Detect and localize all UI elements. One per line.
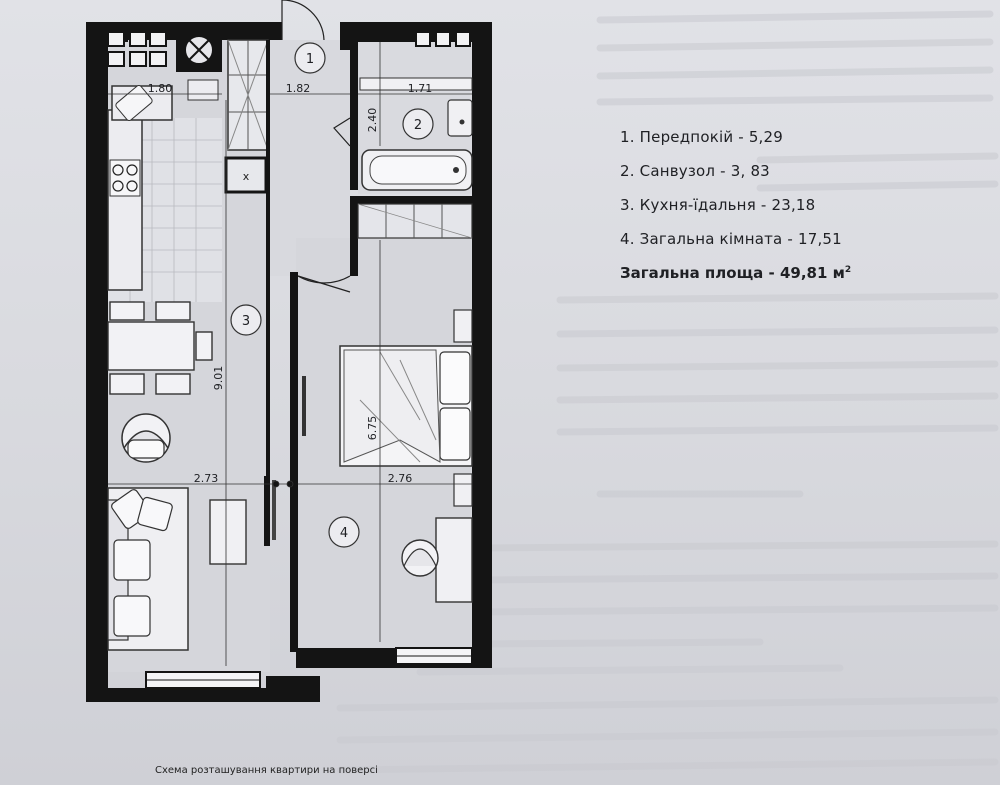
dim-bath-width: 1.71 <box>408 82 433 95</box>
partition-walls <box>290 22 480 652</box>
dim-hall-width: 1.82 <box>286 82 311 95</box>
living-top-tiles <box>357 203 473 239</box>
tv-panel <box>264 476 270 546</box>
tv-screen <box>272 480 276 540</box>
room-markers: 1 2 3 4 <box>230 42 434 548</box>
dim-living-length: 6.75 <box>366 416 379 441</box>
total-area-label: Загальна площа - 49,81 м <box>620 264 845 282</box>
vent-shafts <box>107 24 471 72</box>
dim-kitchen-length: 9.01 <box>212 366 225 391</box>
dining-table <box>107 301 213 395</box>
entrance-door <box>281 0 325 41</box>
plan-caption: Схема розташування квартири на поверсі <box>155 765 378 776</box>
dim-kitchen-width-top: 1.80 <box>148 82 173 95</box>
total-area-unit-power: 2 <box>844 265 852 275</box>
legend-room-1: 1. Передпокій - 5,29 <box>620 128 784 146</box>
room-legend: 1. Передпокій - 5,29 2. Санвузол - 3, 83… <box>620 128 990 282</box>
legend-room-3: 3. Кухня-їдальня - 23,18 <box>620 196 816 214</box>
room-marker-4: 4 <box>340 526 348 541</box>
bed <box>339 309 473 507</box>
hall-storage: x <box>224 39 270 476</box>
kitchen-window <box>145 671 261 689</box>
sofa <box>107 487 189 651</box>
svg-text:x: x <box>243 170 250 183</box>
tv-cabinet <box>209 499 247 565</box>
room-marker-1: 1 <box>306 52 314 67</box>
kitchen-armchair <box>121 413 171 463</box>
living-window <box>395 647 473 665</box>
room-marker-3: 3 <box>242 314 250 329</box>
dimension-lines <box>108 42 472 666</box>
legend-total-area: Загальна площа - 49,81 м2 <box>620 264 990 282</box>
bathroom-fixtures <box>333 77 473 191</box>
kitchen-counter <box>107 79 219 291</box>
desk <box>401 517 473 603</box>
wardrobe-rail <box>302 376 306 436</box>
legend-room-2: 2. Санвузол - 3, 83 <box>620 162 770 180</box>
dim-kitchen-width: 2.73 <box>194 472 219 485</box>
living-door <box>297 275 351 293</box>
hall-floor <box>270 40 350 276</box>
dim-bath-depth: 2.40 <box>366 108 379 133</box>
room-marker-2: 2 <box>414 118 422 133</box>
dim-living-width: 2.76 <box>388 472 413 485</box>
legend-room-4: 4. Загальна кімната - 17,51 <box>620 230 842 248</box>
